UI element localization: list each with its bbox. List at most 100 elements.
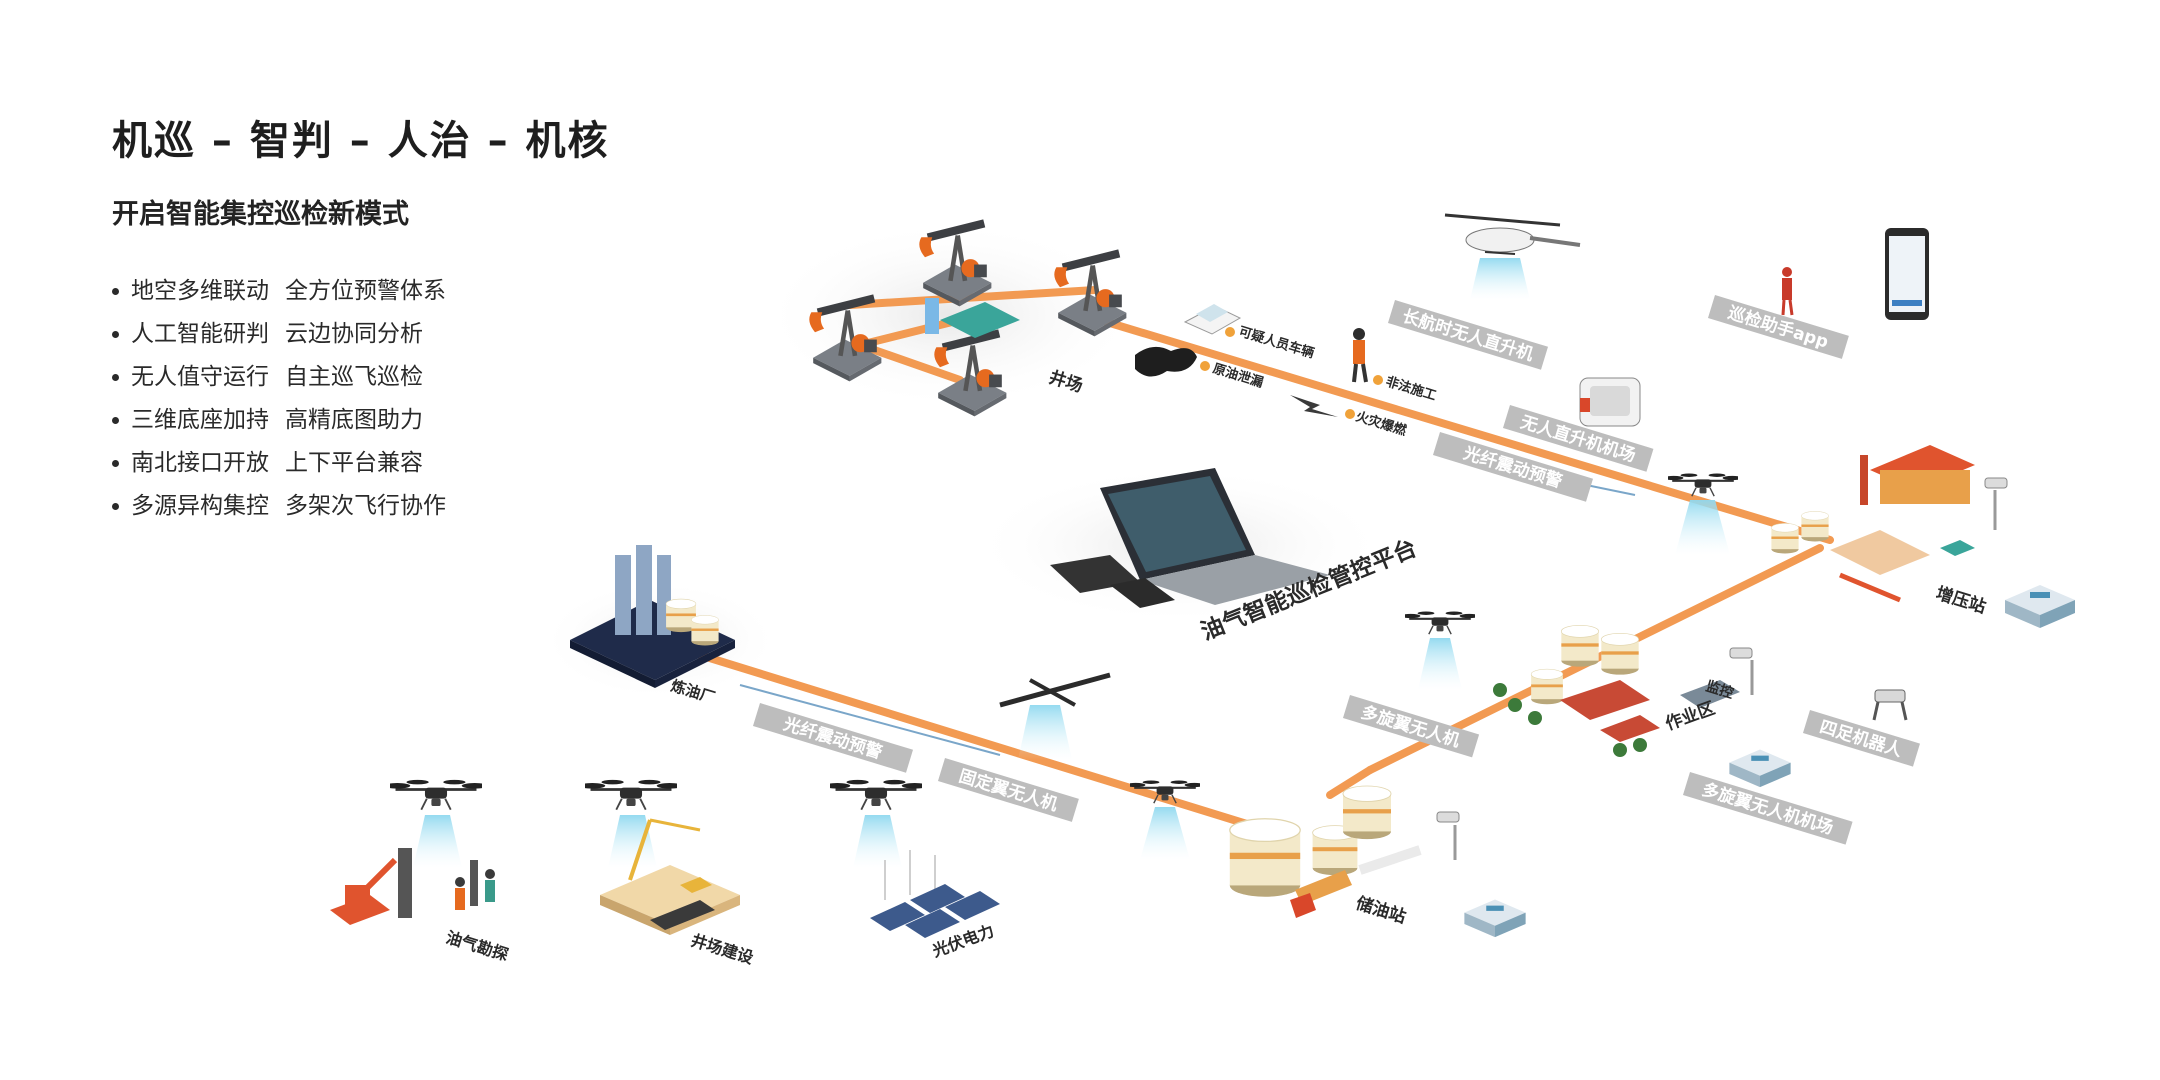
tanker-truck-icon xyxy=(1290,870,1352,918)
tank-icon xyxy=(1560,624,1600,668)
bullet-icon xyxy=(112,331,119,338)
robot-dog-icon xyxy=(1872,689,1908,721)
pipeline-south xyxy=(696,651,1254,829)
label-illegal-work: 非法施工 xyxy=(1384,374,1438,405)
tank-icon xyxy=(1530,668,1564,705)
camera-icon xyxy=(1436,811,1460,860)
tank-icon xyxy=(691,615,719,646)
building-icon xyxy=(650,900,715,930)
drone-icon xyxy=(390,778,482,812)
svg-text:四足机器人: 四足机器人 xyxy=(1817,716,1905,761)
tank-icon xyxy=(1342,785,1392,840)
sensor-beam xyxy=(1418,638,1462,690)
tree-icon xyxy=(1613,743,1627,757)
label-well-construction: 井场建设 xyxy=(689,931,757,968)
tree-icon xyxy=(1528,711,1542,725)
tower-icon xyxy=(615,555,631,635)
laptop-icon xyxy=(1100,468,1330,605)
solar-farm xyxy=(870,850,1000,938)
drone-icon xyxy=(585,778,677,812)
pipe-icon xyxy=(1358,845,1422,875)
tank-icon xyxy=(1771,523,1799,554)
feature-item: 人工智能研判云边协同分析 xyxy=(112,313,446,356)
excavator-icon xyxy=(330,848,412,925)
label-tag: 巡检助手app xyxy=(1707,295,1849,359)
crane-icon xyxy=(628,819,652,881)
fire-icon xyxy=(1290,395,1338,417)
car-icon xyxy=(1183,304,1242,335)
hangar-icon xyxy=(2005,585,2075,628)
sensor-beam xyxy=(1018,705,1072,760)
pipe-fitting-icon xyxy=(925,298,939,334)
sensor-beam xyxy=(1675,500,1730,555)
bullet-icon xyxy=(112,503,119,510)
label-storage-station: 储油站 xyxy=(1354,893,1409,928)
fiber-line-south xyxy=(739,684,1001,756)
bullet-icon xyxy=(112,288,119,295)
construction-site xyxy=(600,818,740,935)
bullet-icon xyxy=(112,374,119,381)
drone-icon xyxy=(1405,610,1475,636)
person-icon xyxy=(1781,267,1794,316)
sensor-beam xyxy=(1140,807,1190,860)
feature-item: 三维底座加持高精底图助力 xyxy=(112,399,446,442)
equipment-icon xyxy=(1830,530,1930,575)
marker-dot xyxy=(1200,361,1210,371)
oil-leak-icon xyxy=(1135,346,1197,377)
sensor-beam xyxy=(1470,258,1530,300)
feature-item: 无人值守运行自主巡飞巡检 xyxy=(112,356,446,399)
pipe-icon xyxy=(1839,572,1901,603)
camera-icon xyxy=(1984,477,2008,530)
camera-icon xyxy=(1729,647,1754,695)
phone-icon xyxy=(1110,578,1175,608)
label-exploration: 油气勘探 xyxy=(444,928,511,965)
hangar-icon xyxy=(1579,377,1641,427)
marker-dot xyxy=(1345,409,1355,419)
sensor-beam xyxy=(413,815,462,868)
booster-station xyxy=(1771,445,1975,603)
sensor-beam xyxy=(853,815,902,868)
refinery xyxy=(570,545,735,688)
tree-icon xyxy=(1508,698,1522,712)
marker-dot xyxy=(1225,327,1235,337)
fixed-wing-icon xyxy=(999,672,1111,708)
solar-panel-icon xyxy=(945,891,1000,920)
well-field xyxy=(809,219,1126,416)
label-work-area: 作业区 xyxy=(1663,698,1718,735)
bulldozer-icon xyxy=(680,877,712,893)
svg-text:长航时无人直升机: 长航时无人直升机 xyxy=(1400,305,1536,365)
building-icon xyxy=(1600,715,1660,742)
worker-icon xyxy=(1352,328,1368,383)
page-subtitle: 开启智能集控巡检新模式 xyxy=(112,199,409,230)
marker-dot xyxy=(1373,375,1383,385)
tank-icon xyxy=(1600,632,1640,676)
wellhead-platform-icon xyxy=(940,302,1020,338)
helicopter-icon xyxy=(1444,213,1581,255)
tree-icon xyxy=(1633,738,1647,752)
sensor-beam xyxy=(608,815,657,868)
feature-list: 地空多维联动全方位预警体系 人工智能研判云边协同分析 无人值守运行自主巡飞巡检 … xyxy=(112,270,446,528)
solar-panel-icon xyxy=(905,909,960,938)
solar-panel-icon xyxy=(870,902,925,931)
solar-panel-icon xyxy=(910,884,965,913)
feature-item: 多源异构集控多架次飞行协作 xyxy=(112,485,446,528)
tree-icon xyxy=(1493,683,1507,697)
equipment-icon xyxy=(1680,680,1740,708)
equipment-icon xyxy=(1940,540,1975,556)
phone-icon xyxy=(1885,228,1929,320)
worker-icon xyxy=(455,860,495,910)
hangar-icon xyxy=(1464,899,1526,938)
feature-item: 南北接口开放上下平台兼容 xyxy=(112,442,446,485)
tower-icon xyxy=(636,545,652,635)
label-vehicle: 可疑人员车辆 xyxy=(1237,324,1316,362)
tank-icon xyxy=(1229,818,1301,898)
bullet-icon xyxy=(112,460,119,467)
page-title: 机巡 – 智判 – 人治 – 机核 xyxy=(112,118,610,164)
feature-item: 地空多维联动全方位预警体系 xyxy=(112,270,446,313)
drone-icon xyxy=(830,778,922,812)
label-booster-station: 增压站 xyxy=(1934,583,1989,618)
label-tag: 四足机器人 xyxy=(1802,710,1920,767)
svg-text:多旋翼无人机机场: 多旋翼无人机机场 xyxy=(1700,779,1836,839)
